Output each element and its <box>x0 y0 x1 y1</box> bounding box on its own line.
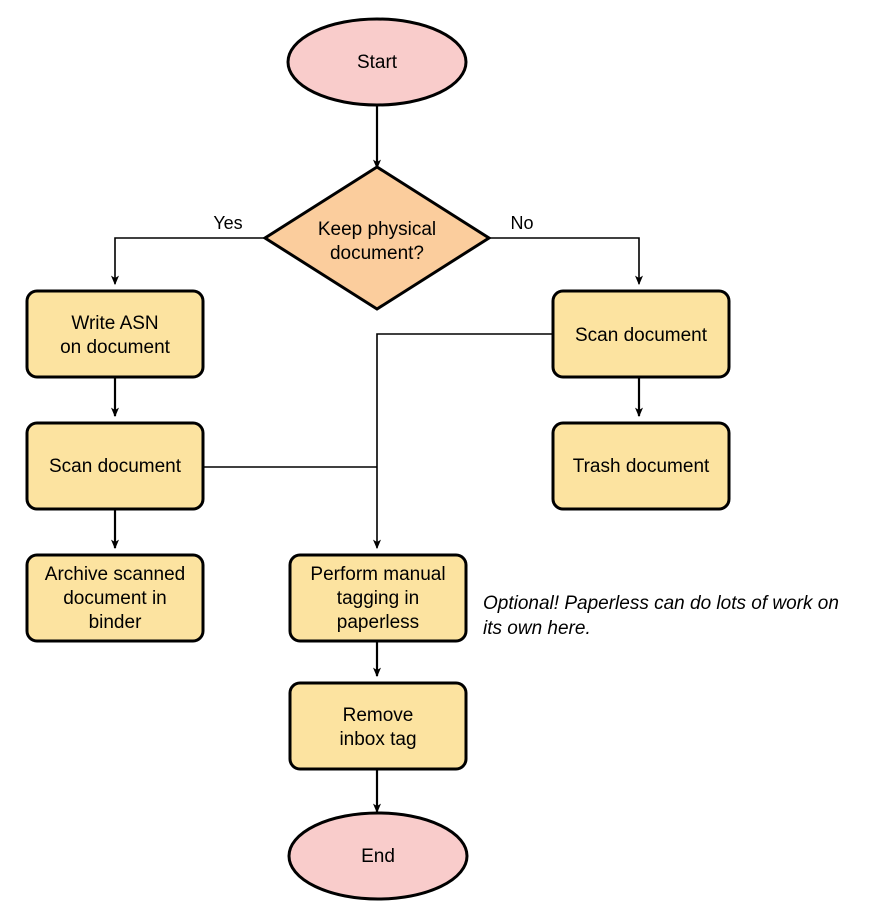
decision-diamond <box>262 165 492 311</box>
archive-label-line3: binder <box>89 612 142 633</box>
trash-document-label: Trash document <box>573 456 710 477</box>
manual-tagging-label-line1: Perform manual <box>310 564 445 585</box>
end-ellipse <box>287 811 469 901</box>
node-start[interactable]: Start <box>286 17 468 107</box>
decision-label-line2: document? <box>330 243 424 264</box>
write-asn-label-line1: Write ASN <box>71 313 158 334</box>
manual-tagging-label-line2: tagging in <box>337 588 419 609</box>
annotation-line1: Optional! Paperless can do lots of work … <box>483 593 839 614</box>
start-ellipse <box>286 17 468 107</box>
edge-label-no: No <box>510 213 533 233</box>
node-write-asn[interactable]: Write ASN on document <box>25 289 205 379</box>
annotation-optional-note: Optional! Paperless can do lots of work … <box>483 593 839 639</box>
write-asn-label-line2: on document <box>60 337 171 358</box>
scan-document-right-box <box>551 289 731 379</box>
node-remove-inbox-tag[interactable]: Remove inbox tag <box>288 681 468 771</box>
remove-inbox-tag-label-line2: inbox tag <box>339 729 416 750</box>
node-scan-document-right[interactable]: Scan document <box>551 289 731 379</box>
decision-label-line1: Keep physical <box>318 219 436 240</box>
edge-labels-layer: Yes No <box>213 213 533 233</box>
manual-tagging-box <box>288 553 468 643</box>
start-label: Start <box>357 52 398 73</box>
scan-document-right-label: Scan document <box>575 325 708 346</box>
edge-decision-no-to-scan-right <box>489 237 643 286</box>
node-scan-document-left[interactable]: Scan document <box>25 421 205 511</box>
archive-label-line2: document in <box>63 588 167 609</box>
remove-inbox-tag-label-line1: Remove <box>343 705 414 726</box>
node-perform-manual-tagging[interactable]: Perform manual tagging in paperless <box>288 553 468 643</box>
manual-tagging-label-line3: paperless <box>337 612 419 633</box>
node-end[interactable]: End <box>287 811 469 901</box>
edge-decision-yes-to-write-asn <box>111 237 265 286</box>
archive-box <box>25 553 205 643</box>
edge-label-yes: Yes <box>213 213 242 233</box>
end-label: End <box>361 846 395 867</box>
scan-document-left-label: Scan document <box>49 456 182 477</box>
edges-layer <box>111 104 643 814</box>
trash-document-box <box>551 421 731 511</box>
node-decision-keep-physical-document[interactable]: Keep physical document? <box>262 165 492 311</box>
remove-inbox-tag-box <box>288 681 468 771</box>
write-asn-box <box>25 289 205 379</box>
edge-scan-right-to-manual-tagging <box>373 333 553 550</box>
node-trash-document[interactable]: Trash document <box>551 421 731 511</box>
scan-document-left-box <box>25 421 205 511</box>
node-archive-scanned-document[interactable]: Archive scanned document in binder <box>25 553 205 643</box>
annotation-line2: its own here. <box>483 618 591 639</box>
archive-label-line1: Archive scanned <box>45 564 185 585</box>
